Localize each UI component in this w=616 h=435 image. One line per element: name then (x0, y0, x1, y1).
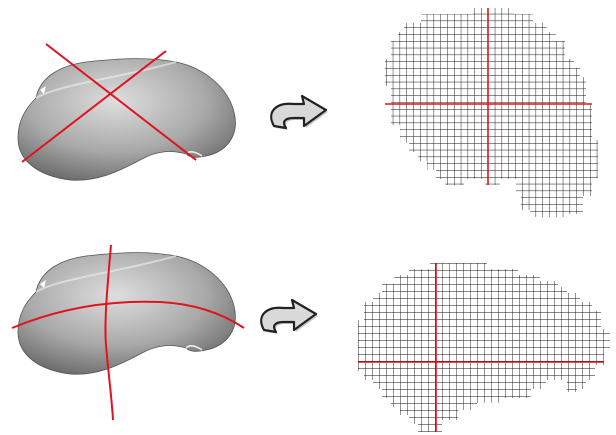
parameter-grid (358, 263, 610, 432)
curved-right-arrow-icon (270, 94, 328, 130)
cut-lines (21, 43, 197, 163)
row-diagonal-cuts (17, 8, 598, 217)
cut-line-1 (45, 43, 197, 161)
cut-line-vertical (104, 244, 114, 421)
row-axis-aligned-cuts (11, 244, 610, 432)
notch-mark (40, 86, 46, 94)
cut-line-2 (21, 50, 167, 163)
cut-lines (11, 244, 245, 421)
input-surface-shape (17, 58, 236, 181)
input-surface-shape (17, 252, 236, 375)
parameter-grid (385, 8, 598, 217)
cut-line-horizontal (11, 300, 245, 329)
curved-right-arrow-icon (260, 298, 318, 334)
notch-mark (40, 280, 46, 288)
